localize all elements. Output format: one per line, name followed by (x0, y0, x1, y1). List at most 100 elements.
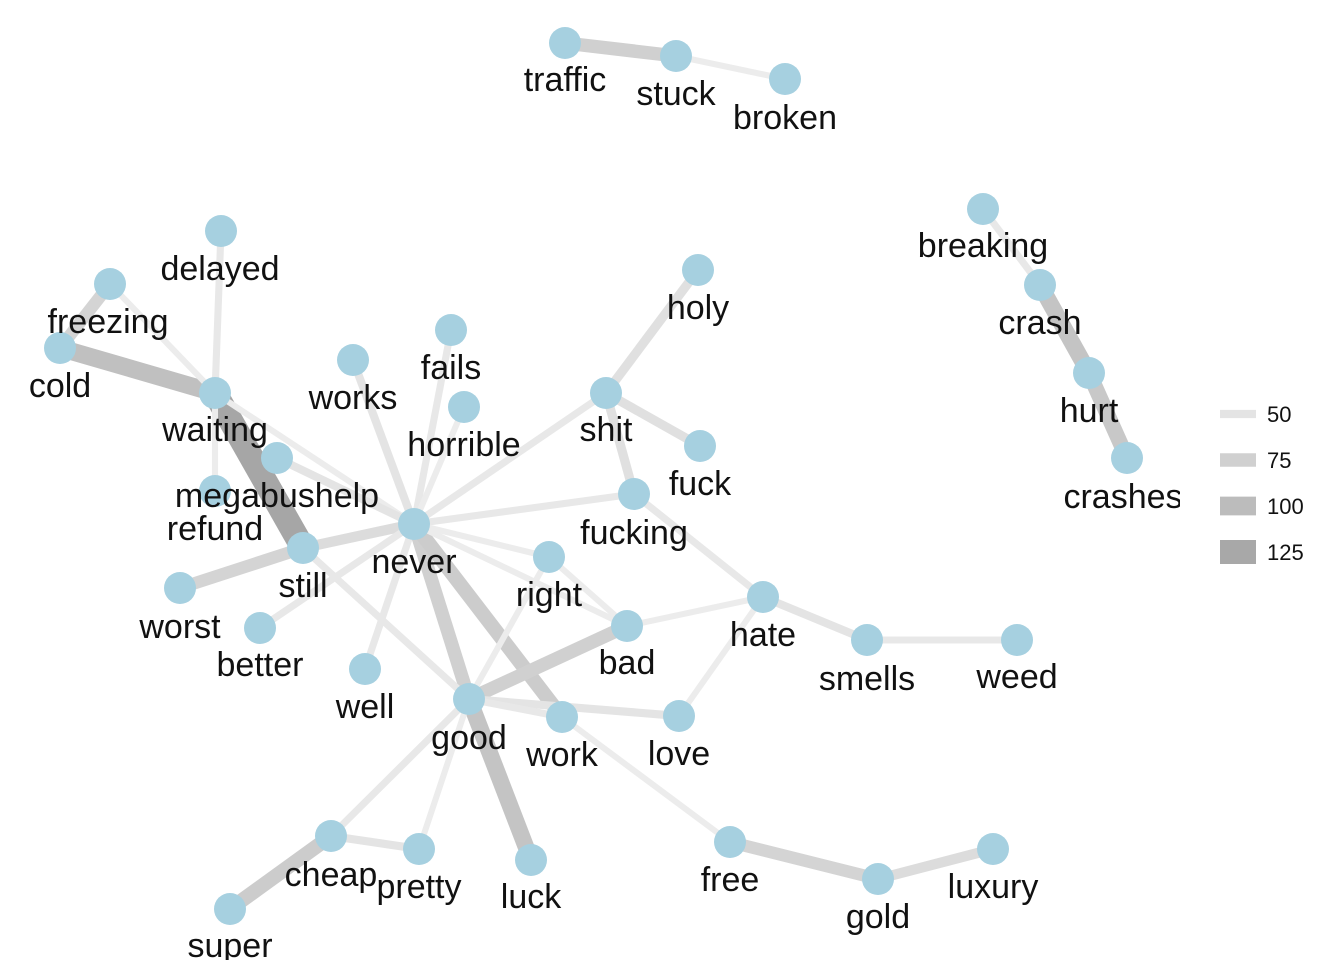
node-work (546, 701, 578, 733)
node-holy (682, 254, 714, 286)
legend-label-75: 75 (1267, 448, 1291, 473)
node-label-hate: hate (730, 616, 796, 654)
node-label-luck: luck (501, 878, 562, 916)
node-label-holy: holy (667, 289, 729, 327)
node-cold (44, 332, 76, 364)
node-traffic (549, 27, 581, 59)
edge-waiting-still (204, 386, 314, 555)
node-freezing (94, 268, 126, 300)
edge-hate-smells (761, 593, 869, 644)
edge-work-free (560, 714, 732, 845)
node-still (287, 532, 319, 564)
node-worst (164, 572, 196, 604)
node-breaking (967, 193, 999, 225)
node-label-hurt: hurt (1060, 392, 1119, 430)
edge-good-still (300, 545, 472, 702)
edge-never-works (349, 358, 418, 526)
node-megabushelp (261, 442, 293, 474)
edge-waiting-never (213, 390, 416, 527)
node-label-horrible: horrible (407, 426, 520, 464)
edge-traffic-stuck (564, 36, 677, 63)
nodes-layer (44, 27, 1143, 925)
edge-never-well (361, 522, 418, 671)
node-luck (515, 844, 547, 876)
node-label-crash: crash (998, 304, 1081, 342)
node-label-work: work (525, 736, 599, 774)
node-label-works: works (308, 379, 398, 417)
node-label-freezing: freezing (48, 303, 169, 341)
node-never (398, 508, 430, 540)
node-label-delayed: delayed (160, 250, 279, 288)
node-horrible (448, 391, 480, 423)
node-label-fuck: fuck (669, 465, 732, 503)
edge-megabushelp-never (275, 454, 416, 528)
node-gold (862, 863, 894, 895)
node-label-gold: gold (846, 898, 910, 936)
node-delayed (205, 215, 237, 247)
node-label-stuck: stuck (636, 75, 716, 113)
plot-area: traffic stuck broken breaking crash hurt crash… (29, 27, 1182, 960)
edge-good-pretty (416, 698, 472, 850)
node-fails (435, 314, 467, 346)
legend-label-125: 125 (1267, 540, 1304, 565)
edge-right-bad (546, 554, 630, 629)
node-crashes (1111, 442, 1143, 474)
node-better (244, 612, 276, 644)
node-waiting (199, 377, 231, 409)
node-label-love: love (648, 735, 710, 773)
edge-stuck-broken (675, 53, 786, 82)
node-refund (199, 475, 231, 507)
edge-delayed-waiting (211, 230, 225, 394)
node-label-cold: cold (29, 367, 91, 405)
node-label-crashes: crashes (1063, 478, 1182, 516)
edge-crash-hurt (1032, 280, 1097, 378)
edge-never-right (413, 521, 550, 560)
node-label-better: better (217, 646, 304, 684)
node-label-broken: broken (733, 99, 837, 137)
node-label-never: never (371, 543, 456, 581)
node-hurt (1073, 357, 1105, 389)
node-shit (590, 377, 622, 409)
node-fuck (684, 430, 716, 462)
edge-cheap-super (225, 830, 336, 915)
node-label-cheap: cheap (285, 856, 378, 894)
edge-never-horrible (411, 405, 467, 526)
edge-shit-fuck (603, 388, 703, 451)
node-label-well: well (335, 688, 395, 726)
node-hate (747, 581, 779, 613)
node-label-worst: worst (138, 608, 221, 646)
edge-fucking-hate (631, 491, 766, 600)
edge-good-cheap (328, 696, 472, 839)
edge-never-still (301, 518, 416, 554)
node-label-good: good (431, 719, 507, 757)
node-free (714, 826, 746, 858)
edge-free-gold (728, 836, 880, 885)
node-pretty (403, 833, 435, 865)
node-smells (851, 624, 883, 656)
node-label-shit: shit (580, 411, 633, 449)
edge-never-good (407, 521, 476, 702)
edge-holy-shit (602, 267, 702, 396)
edge-never-fucking (413, 490, 635, 528)
edge-good-right (466, 555, 552, 701)
node-label-waiting: waiting (161, 411, 268, 449)
node-label-breaking: breaking (918, 227, 1048, 265)
node-fucking (618, 478, 650, 510)
node-weed (1001, 624, 1033, 656)
edge-still-worst (178, 542, 305, 594)
edge-freezing-waiting (107, 281, 218, 396)
node-label-luxury: luxury (948, 868, 1039, 906)
node-label-still: still (278, 567, 327, 605)
node-broken (769, 63, 801, 95)
node-label-bad: bad (599, 644, 656, 682)
node-super (214, 893, 246, 925)
node-cheap (315, 820, 347, 852)
edge-never-fails (410, 329, 455, 525)
node-good (453, 683, 485, 715)
edge-good-bad (466, 619, 630, 706)
node-works (337, 344, 369, 376)
node-right (533, 541, 565, 573)
node-label-traffic: traffic (524, 61, 607, 99)
